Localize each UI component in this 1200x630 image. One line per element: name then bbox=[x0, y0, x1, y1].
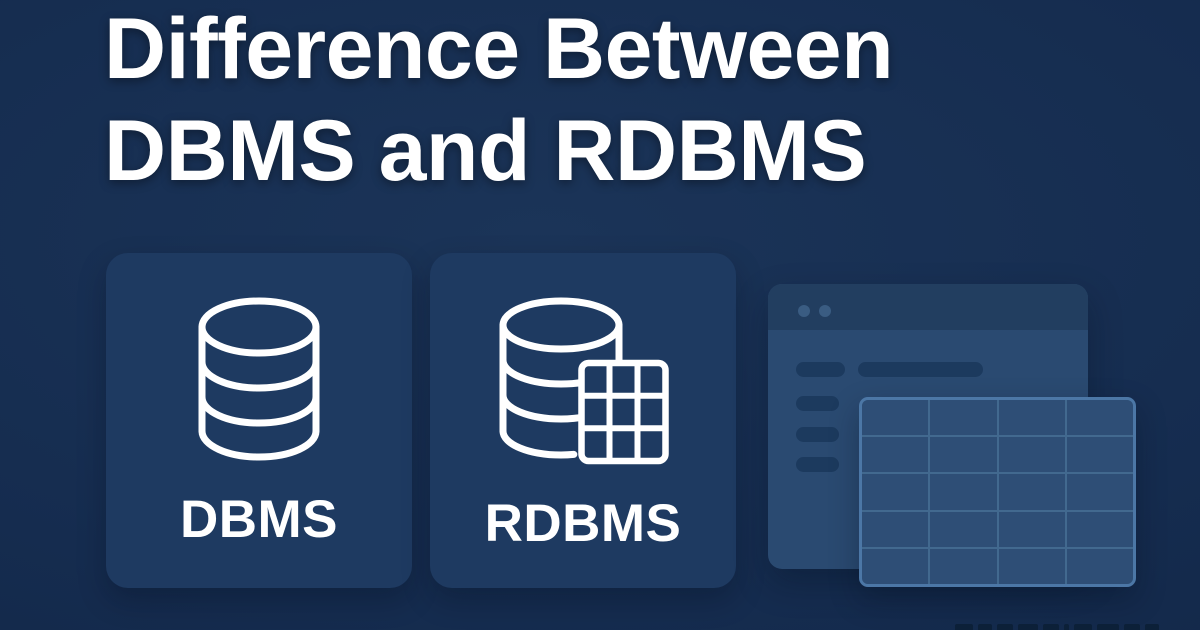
card-dbms: DBMS bbox=[106, 253, 412, 588]
title-line-2: DBMS and RDBMS bbox=[104, 103, 867, 199]
placeholder-pill bbox=[796, 457, 839, 472]
watermark-glyph bbox=[997, 624, 1013, 630]
watermark-glyph bbox=[1018, 624, 1038, 630]
cutoff-watermark bbox=[955, 624, 1159, 630]
table-cell bbox=[1066, 474, 1133, 510]
placeholder-pill bbox=[796, 362, 845, 377]
table-cell bbox=[862, 511, 929, 547]
table-cell bbox=[930, 437, 997, 473]
database-with-table-icon bbox=[499, 297, 669, 465]
card-dbms-label: DBMS bbox=[179, 490, 339, 549]
placeholder-pill bbox=[796, 396, 839, 411]
table-cell bbox=[862, 474, 929, 510]
page-title: Difference Between DBMS and RDBMS bbox=[104, 0, 894, 202]
watermark-glyph bbox=[978, 624, 992, 630]
table-cell bbox=[1066, 437, 1133, 473]
window-dot-icon bbox=[819, 305, 831, 317]
table-grid-illustration bbox=[859, 397, 1136, 587]
watermark-glyph bbox=[1064, 624, 1069, 630]
placeholder-pill bbox=[858, 362, 983, 377]
table-cell bbox=[998, 400, 1065, 436]
window-dot-icon bbox=[798, 305, 810, 317]
table-cell bbox=[998, 437, 1065, 473]
placeholder-pill bbox=[796, 427, 839, 442]
table-cell bbox=[862, 400, 929, 436]
title-line-1: Difference Between bbox=[104, 1, 894, 97]
table-cell bbox=[930, 400, 997, 436]
table-cell bbox=[930, 474, 997, 510]
watermark-glyph bbox=[1074, 624, 1092, 630]
table-cell bbox=[998, 511, 1065, 547]
card-rdbms: RDBMS bbox=[430, 253, 736, 588]
watermark-glyph bbox=[955, 624, 973, 630]
table-cell bbox=[998, 548, 1065, 584]
watermark-glyph bbox=[1124, 624, 1140, 630]
table-cell bbox=[1066, 548, 1133, 584]
table-cell bbox=[930, 511, 997, 547]
table-cell bbox=[1066, 400, 1133, 436]
watermark-glyph bbox=[1097, 624, 1119, 630]
table-cell bbox=[862, 437, 929, 473]
table-cell bbox=[862, 548, 929, 584]
table-cell bbox=[998, 474, 1065, 510]
database-icon bbox=[198, 297, 320, 461]
window-titlebar bbox=[768, 284, 1088, 330]
table-cell bbox=[1066, 511, 1133, 547]
watermark-glyph bbox=[1043, 624, 1059, 630]
watermark-glyph bbox=[1145, 624, 1159, 630]
table-cell bbox=[930, 548, 997, 584]
card-rdbms-label: RDBMS bbox=[484, 494, 682, 553]
